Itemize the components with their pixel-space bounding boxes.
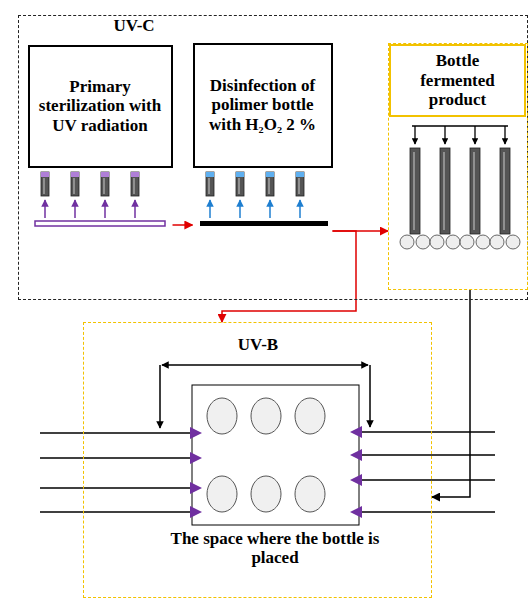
flow-arrow: [222, 231, 356, 322]
disinfection-stage: Disinfection of polimer bottle with H₂O₂…: [193, 43, 333, 233]
sterilization-stage: Primary sterilization with UV radiation: [28, 45, 173, 235]
node-label: Disinfection of polimer bottle with H₂O₂…: [193, 43, 333, 168]
node-label: Bottle fermented product: [389, 44, 526, 117]
bottle-chamber: The space where the bottle is placed: [192, 385, 359, 525]
uv-b-lamp-heads: [190, 426, 362, 518]
flow-arrow: [432, 290, 470, 497]
node-label: UV-C: [99, 16, 169, 36]
node-label: Primary sterilization with UV radiation: [28, 45, 173, 168]
conveyor-bar: [35, 221, 165, 226]
flow-arrow: [173, 224, 193, 226]
filling-zone: Bottle fermented product: [388, 43, 528, 290]
uv-b-zone: UV-B The space where the bottle is placed: [83, 322, 432, 598]
dimension-bracket: [160, 365, 370, 428]
conveyor-bar: [200, 221, 328, 226]
bottles: [400, 126, 520, 249]
node-label: The space where the bottle is placed: [152, 529, 399, 568]
peroxide-nozzles: [206, 172, 304, 218]
uv-lamps: [41, 172, 139, 218]
bottle-circles: [207, 398, 325, 512]
chamber-outline: [192, 385, 359, 525]
node-label: UV-B: [224, 335, 292, 355]
uv-b-beams: [40, 432, 495, 512]
